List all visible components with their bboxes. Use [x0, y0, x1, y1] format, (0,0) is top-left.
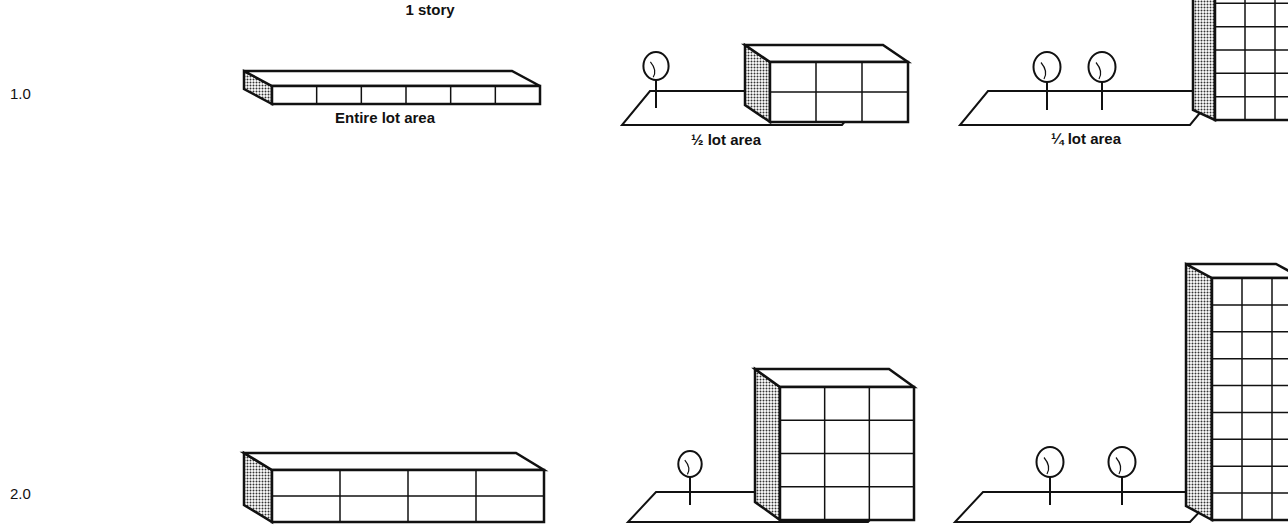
- front-face: [1215, 0, 1288, 120]
- caption-label: 1 story: [405, 2, 454, 19]
- floor-line: [780, 420, 914, 422]
- window-line: [1274, 0, 1276, 120]
- front-face: [272, 86, 540, 104]
- window-line: [1244, 0, 1246, 120]
- roof-face: [745, 45, 908, 62]
- caption-label: Entire lot area: [335, 110, 435, 127]
- front-face: [780, 387, 914, 520]
- floor-line: [780, 486, 914, 488]
- floor-line: [1215, 73, 1288, 75]
- ground-plot: [960, 91, 1218, 125]
- roof-face: [244, 71, 540, 86]
- roof-face: [1186, 264, 1288, 278]
- window-line: [361, 86, 363, 104]
- tree-scribble: [685, 460, 689, 474]
- tree-crown: [1037, 447, 1064, 477]
- floor-line: [1212, 412, 1288, 414]
- side-face: [1193, 0, 1215, 120]
- tree-trunk: [1101, 82, 1103, 110]
- front-face: [770, 62, 908, 122]
- ground-plot: [955, 492, 1218, 522]
- floor-line: [1212, 385, 1288, 387]
- tree-crown: [643, 52, 668, 80]
- tree-crown: [1034, 52, 1061, 82]
- tree-crown: [1089, 52, 1116, 82]
- floor-line: [780, 453, 914, 455]
- side-face: [1186, 264, 1212, 520]
- tree-trunk: [1046, 82, 1048, 110]
- tree-crown: [1109, 447, 1136, 477]
- caption-label: ¼ lot area: [1051, 131, 1121, 148]
- tree-scribble: [650, 62, 654, 77]
- window-line: [316, 86, 318, 104]
- window-line: [405, 86, 407, 104]
- tree-trunk: [1049, 477, 1051, 505]
- front-face: [1212, 278, 1288, 520]
- tree-trunk: [689, 477, 691, 505]
- floor-line: [1215, 26, 1288, 28]
- side-face: [755, 369, 780, 520]
- floor-line: [272, 495, 544, 497]
- tree-scribble: [1044, 458, 1049, 475]
- tree-trunk: [655, 80, 657, 108]
- floor-line: [1215, 3, 1288, 5]
- tree-scribble: [1041, 63, 1046, 80]
- front-face: [272, 470, 544, 522]
- floor-line: [1212, 358, 1288, 360]
- roof-face: [755, 369, 914, 387]
- tree-scribble: [1116, 458, 1121, 475]
- floor-line: [1212, 331, 1288, 333]
- roof-face: [244, 453, 544, 470]
- window-line: [495, 86, 497, 104]
- tree-trunk: [1121, 477, 1123, 505]
- floor-line: [1212, 465, 1288, 467]
- window-line: [450, 86, 452, 104]
- tree-crown: [678, 451, 701, 477]
- floor-line: [1215, 49, 1288, 51]
- floor-line: [770, 91, 908, 93]
- floor-line: [1212, 304, 1288, 306]
- tree-scribble: [1096, 63, 1101, 80]
- caption-label: ½ lot area: [691, 132, 761, 149]
- window-line: [1241, 278, 1243, 520]
- ratio-label: 1.0: [10, 86, 31, 103]
- ratio-label: 2.0: [10, 486, 31, 503]
- window-line: [1271, 278, 1273, 520]
- floor-line: [1215, 96, 1288, 98]
- floor-line: [1212, 492, 1288, 494]
- floor-line: [1212, 439, 1288, 441]
